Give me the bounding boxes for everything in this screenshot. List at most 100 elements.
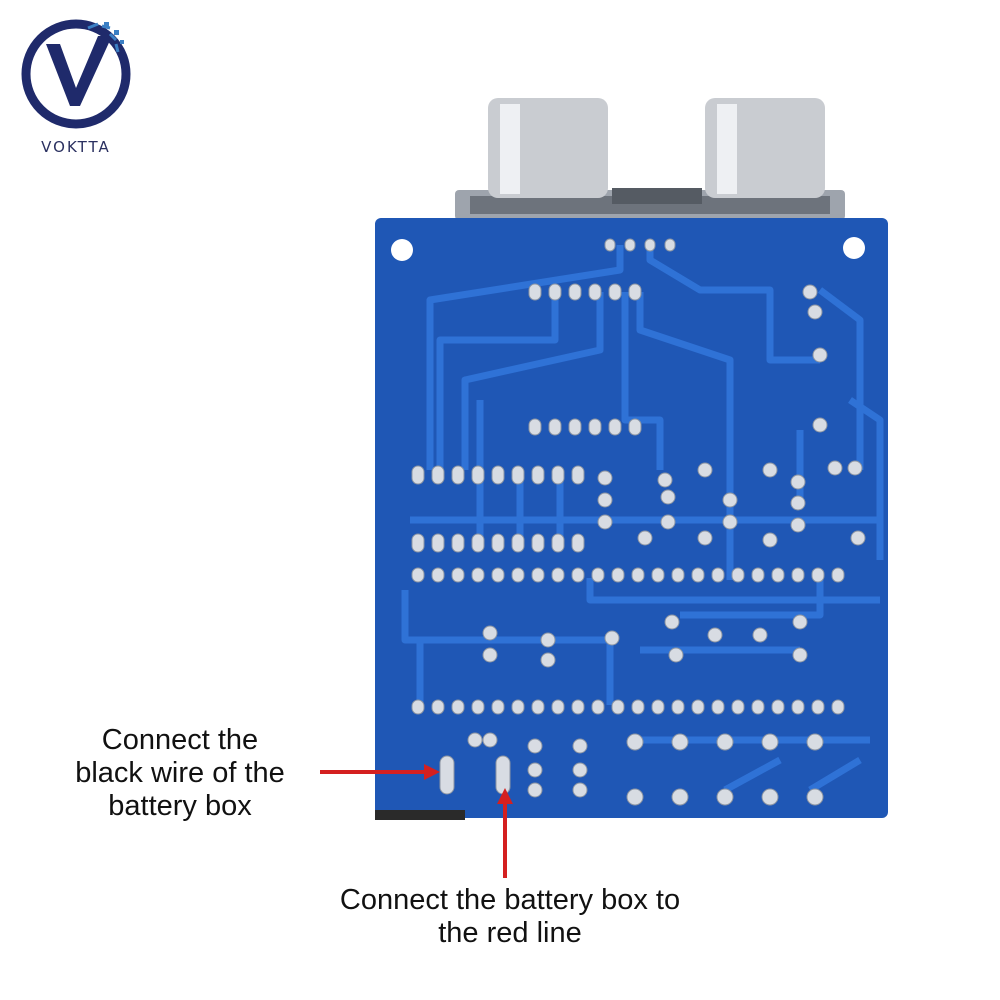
solder-pad	[790, 517, 806, 533]
solder-pad	[831, 699, 845, 715]
trace	[621, 292, 664, 470]
solder-pad	[597, 514, 613, 530]
solder-pad	[531, 465, 545, 485]
solder-pad	[527, 762, 543, 778]
solder-pad	[572, 738, 588, 754]
callout-red-line: Connect the battery box to the red line	[290, 884, 730, 950]
solder-pad	[491, 699, 505, 715]
solder-pad	[731, 699, 745, 715]
solder-pad	[761, 733, 779, 751]
solder-pad	[411, 465, 425, 485]
trace	[436, 292, 559, 470]
callout-line: black wire of the	[75, 757, 285, 789]
solder-pad	[811, 567, 825, 583]
solder-pad	[467, 732, 483, 748]
solder-pad	[722, 514, 738, 530]
solder-pad	[790, 495, 806, 511]
solder-pad	[511, 699, 525, 715]
solder-pad	[604, 238, 616, 252]
solder-pad	[791, 699, 805, 715]
solder-pad	[806, 788, 824, 806]
solder-pad	[812, 417, 828, 433]
trace	[808, 756, 862, 794]
solder-pad	[716, 788, 734, 806]
solder-pad	[761, 788, 779, 806]
solder-pad	[806, 733, 824, 751]
solder-pad	[792, 614, 808, 630]
solder-pad	[604, 630, 620, 646]
rca-connectors	[455, 98, 845, 220]
solder-pad	[762, 532, 778, 548]
solder-pad	[827, 460, 843, 476]
solder-pad	[637, 530, 653, 546]
solder-pad	[847, 460, 863, 476]
solder-pad	[850, 530, 866, 546]
solder-pad	[540, 652, 556, 668]
solder-pad	[811, 699, 825, 715]
solder-pad	[716, 733, 734, 751]
solder-pad	[722, 492, 738, 508]
trace	[461, 292, 604, 470]
solder-pad	[751, 699, 765, 715]
solder-pad	[660, 514, 676, 530]
mount-hole	[843, 237, 865, 259]
solder-pad	[631, 699, 645, 715]
solder-pad	[660, 489, 676, 505]
solder-pad	[491, 533, 505, 553]
solder-pad	[571, 699, 585, 715]
solder-pad	[771, 699, 785, 715]
solder-pad	[451, 699, 465, 715]
solder-pad	[531, 533, 545, 553]
solder-pad	[751, 567, 765, 583]
solder-pad	[611, 567, 625, 583]
solder-pad	[791, 567, 805, 583]
brand-name: VOKTTA	[41, 138, 111, 156]
solder-pad	[495, 755, 511, 795]
solder-pad	[471, 567, 485, 583]
solder-pad	[668, 647, 684, 663]
solder-pad	[531, 699, 545, 715]
solder-pad	[431, 465, 445, 485]
callout-line: the red line	[438, 917, 582, 949]
solder-pad	[411, 567, 425, 583]
solder-pad	[752, 627, 768, 643]
callout-line: Connect the	[101, 724, 259, 756]
solder-pad	[511, 567, 525, 583]
solder-pad	[664, 238, 676, 252]
solder-pad	[711, 699, 725, 715]
solder-pad	[792, 647, 808, 663]
solder-pad	[711, 567, 725, 583]
solder-pad	[597, 470, 613, 486]
solder-pad	[451, 465, 465, 485]
solder-pad	[608, 418, 622, 436]
solder-pad	[571, 465, 585, 485]
solder-pad	[451, 567, 465, 583]
solder-pad	[528, 283, 542, 301]
solder-pad	[591, 567, 605, 583]
solder-pad	[671, 788, 689, 806]
solder-pad	[802, 284, 818, 300]
solder-pad	[548, 418, 562, 436]
solder-pad	[664, 614, 680, 630]
solder-pad	[812, 347, 828, 363]
solder-pad	[624, 238, 636, 252]
solder-pad	[691, 699, 705, 715]
solder-pad	[644, 238, 656, 252]
solder-pad	[651, 567, 665, 583]
trace	[848, 397, 884, 560]
solder-pad	[531, 567, 545, 583]
callout-line: battery box	[108, 790, 252, 822]
solder-pad	[697, 462, 713, 478]
callout-line: Connect the battery box to	[339, 884, 681, 916]
solder-pad	[588, 283, 602, 301]
solder-pad	[482, 647, 498, 663]
solder-pad	[551, 699, 565, 715]
trace	[817, 287, 864, 470]
solder-pad	[671, 699, 685, 715]
solder-pad	[551, 533, 565, 553]
solder-pad	[528, 418, 542, 436]
trace	[636, 292, 734, 475]
solder-pad	[571, 533, 585, 553]
solder-pad	[572, 782, 588, 798]
